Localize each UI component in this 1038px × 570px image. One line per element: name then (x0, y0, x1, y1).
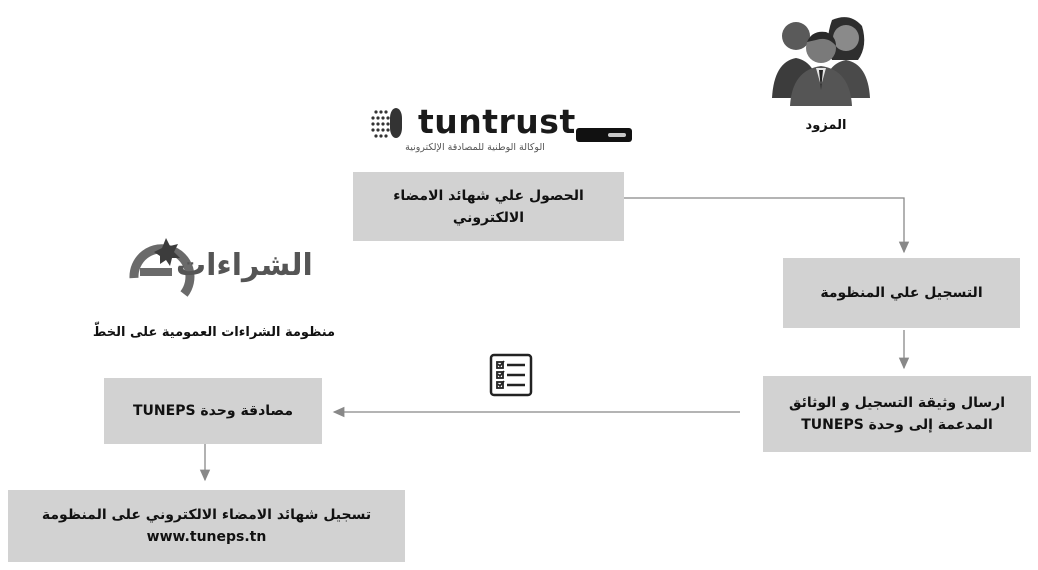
step-validate-line1: مصادقة وحدة TUNEPS (133, 403, 293, 419)
tuneps-logo-text: الشراءات (176, 248, 313, 283)
tuneps-url: www.tuneps.tn (146, 529, 267, 545)
usb-token-icon (576, 128, 632, 142)
supplier-caption: المزود (805, 118, 847, 133)
step-obtain-certificate: الحصول علي شهائد الامضاء الالكتروني (353, 172, 624, 241)
step-send-documents: ارسال وثيقة التسجيل و الوثائق المدعمة إل… (763, 376, 1031, 452)
step-obtain-certificate-line1: الحصول علي شهائد الامضاء (393, 187, 584, 204)
step-send-documents-line1: ارسال وثيقة التسجيل و الوثائق (789, 395, 1006, 411)
step-validate: مصادقة وحدة TUNEPS (104, 378, 322, 444)
users-group-icon (772, 17, 870, 106)
tuntrust-brand: tuntrust (418, 102, 576, 141)
arrow-obtain-to-register (624, 197, 910, 254)
checklist-icon (489, 353, 533, 397)
tuntrust-logo: tuntrust الوكالة الوطنية للمصادقة الإلكت… (370, 102, 640, 162)
tuneps-e-mark-icon (129, 238, 195, 297)
step-register: التسجيل علي المنظومة (783, 258, 1020, 328)
step-register-certificate-line1: تسجيل شهائد الامضاء الالكتروني على المنظ… (41, 507, 372, 523)
tuntrust-subtitle: الوكالة الوطنية للمصادقة الإلكترونية (405, 142, 545, 153)
step-register-certificate: تسجيل شهائد الامضاء الالكتروني على المنظ… (8, 490, 405, 562)
step-send-documents-line2: المدعمة إلى وحدة TUNEPS (801, 417, 993, 433)
tuntrust-mark-icon (371, 108, 402, 138)
tuneps-logo: الشراءات (118, 232, 313, 312)
tuneps-caption: منظومة الشراءات العمومية على الخطّ (92, 325, 336, 340)
step-obtain-certificate-line2: الالكتروني (452, 209, 525, 226)
step-register-line1: التسجيل علي المنظومة (820, 285, 983, 301)
